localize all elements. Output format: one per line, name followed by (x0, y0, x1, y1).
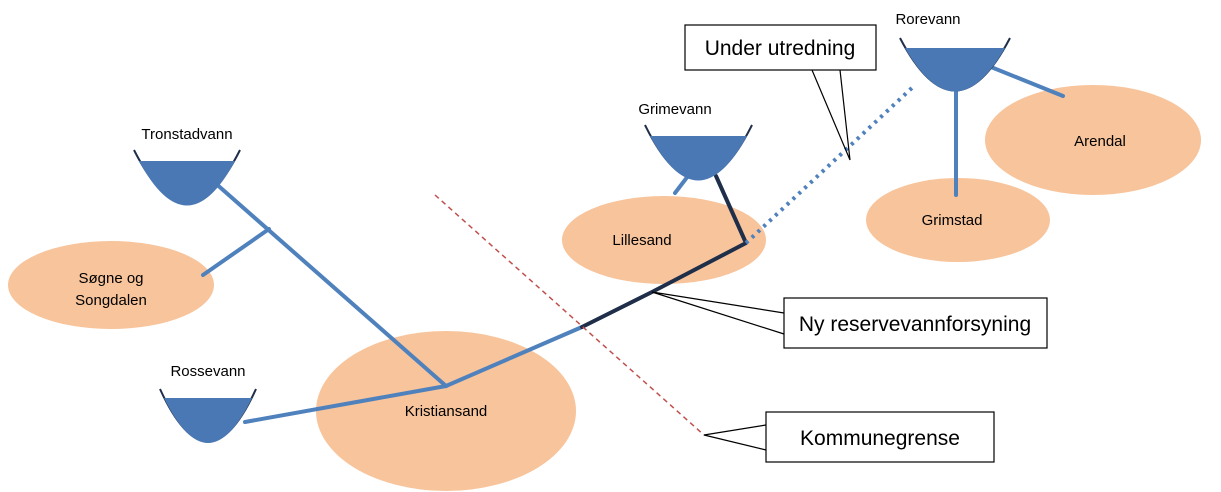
area-kristiansand (316, 331, 576, 491)
label-rossevann: Rossevann (170, 363, 245, 380)
leader-ny-reservevannforsyning (651, 291, 785, 335)
leader-under-utredning (811, 69, 851, 161)
municipality-boundary (434, 194, 705, 436)
label-grimstad: Grimstad (922, 212, 983, 229)
pipe-rorevann-arendal (984, 63, 1065, 98)
leader-kommunegrense (703, 424, 767, 451)
label-kristiansand: Kristiansand (405, 403, 488, 420)
label-arendal: Arendal (1074, 133, 1126, 150)
callout-kommunegrense: Kommunegrense (800, 427, 960, 450)
reservoir-tronstadvann (133, 149, 241, 206)
area-lillesand (562, 196, 766, 284)
label-lillesand: Lillesand (612, 232, 671, 249)
reservoir-rossevann (159, 388, 257, 443)
callout-box-under-utredning (684, 24, 877, 71)
reservoir-grimevann (644, 124, 753, 181)
callout-box-ny-reservevannforsyning (783, 297, 1048, 349)
label-sogne-line2: Songdalen (75, 292, 147, 309)
callout-ny-reservevannforsyning: Ny reservevannforsyning (799, 313, 1031, 336)
pipe-under-investigation (744, 84, 916, 245)
callout-leaders (651, 69, 851, 451)
areas (8, 85, 1201, 491)
area-grimstad (866, 178, 1050, 262)
callout-box-kommunegrense (765, 411, 995, 463)
reservoir-rorevann (899, 37, 1011, 92)
pipe-new-reserve (580, 174, 748, 329)
label-tronstadvann: Tronstadvann (141, 126, 232, 143)
pipe-grimevann-lillesand (673, 174, 690, 195)
existing-pipes (201, 63, 1065, 424)
label-rorevann: Rorevann (895, 11, 960, 28)
reservoirs (133, 37, 1011, 443)
callout-boxes (684, 24, 1048, 463)
callout-under-utredning: Under utredning (705, 37, 856, 60)
label-sogne-line1: Søgne og (78, 270, 143, 287)
pipe-branch-sogne (201, 227, 271, 277)
pipe-tronstadvann-kristiansand (212, 180, 448, 388)
area-sogne-songdalen (8, 241, 214, 329)
label-grimevann: Grimevann (638, 101, 711, 118)
pipe-kristiansand-boundary (444, 325, 584, 388)
area-arendal (985, 85, 1201, 195)
pipe-rossevann-kristiansand (243, 384, 448, 424)
